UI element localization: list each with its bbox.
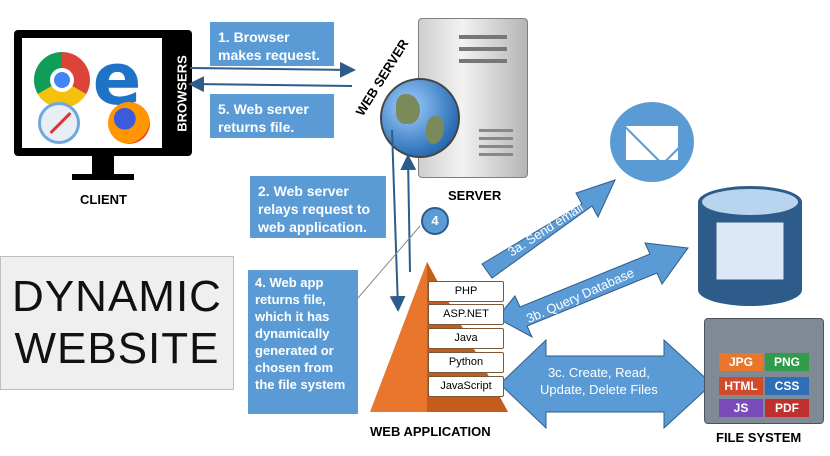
file-system-label: FILE SYSTEM: [716, 430, 802, 445]
server-label: SERVER: [448, 188, 502, 203]
step2-box: 2. Web server relays request to web appl…: [250, 176, 386, 238]
monitor-base: [72, 174, 134, 180]
lang-python: Python: [428, 352, 504, 373]
lang-php: PHP: [428, 281, 504, 302]
client-label: CLIENT: [80, 192, 127, 207]
lang-aspnet: ASP.NET: [428, 304, 504, 325]
folder-icon: JPG PNG HTML CSS JS PDF: [704, 318, 824, 424]
relay-arrow: [389, 129, 406, 312]
envelope-icon: [626, 126, 678, 160]
files-arrow-label: 3c. Create, Read, Update, Delete Files: [540, 365, 658, 397]
step4-box: 4. Web app returns file, which it has dy…: [248, 270, 358, 414]
chrome-icon: [34, 52, 90, 108]
firefox-icon: [108, 102, 150, 144]
return-file-arrow: [400, 154, 417, 273]
html-tile: HTML: [719, 377, 763, 395]
database-arrow: [496, 242, 689, 339]
step4-badge: 4: [421, 207, 449, 235]
step5-box: 5. Web server returns file.: [210, 94, 334, 138]
safari-icon: [38, 102, 80, 144]
png-tile: PNG: [765, 353, 809, 371]
step1-box: 1. Browser makes request.: [210, 22, 334, 66]
monitor-screen: e: [22, 38, 162, 148]
web-application-label: WEB APPLICATION: [370, 424, 491, 439]
pdf-tile: PDF: [765, 399, 809, 417]
dynamic-website-title: DYNAMIC WEBSITE: [0, 256, 234, 390]
css-tile: CSS: [765, 377, 809, 395]
title-line1: DYNAMIC: [12, 272, 222, 321]
client-monitor: e BROWSERS: [14, 30, 192, 156]
step4-connector: [357, 225, 421, 299]
title-line2: WEBSITE: [14, 324, 220, 373]
js-tile: JS: [719, 399, 763, 417]
monitor-stand: [92, 156, 114, 176]
return-arrow: [188, 76, 353, 93]
email-arrow: [481, 179, 616, 279]
jpg-tile: JPG: [719, 353, 763, 371]
request-arrow: [189, 61, 356, 78]
lang-javascript: JavaScript: [428, 376, 504, 397]
lang-java: Java: [428, 328, 504, 349]
